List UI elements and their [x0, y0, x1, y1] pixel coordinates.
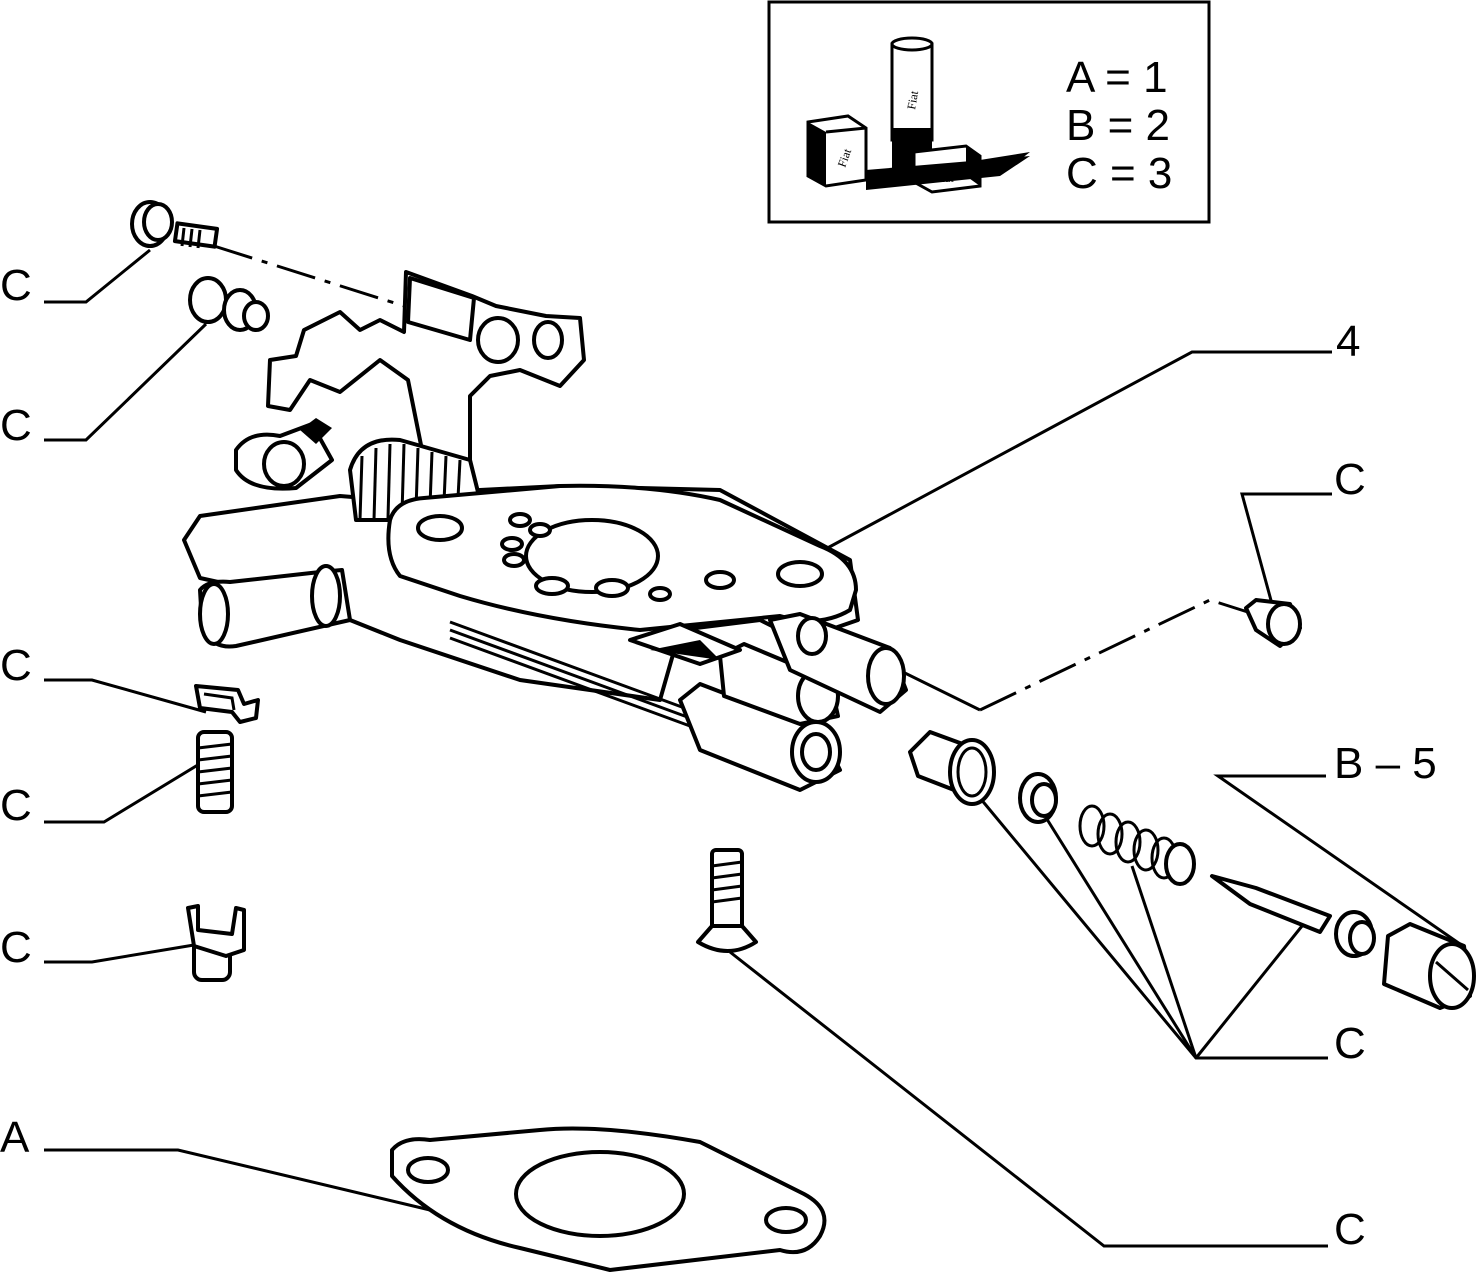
callout-c-right-bot: C	[1334, 1205, 1366, 1254]
countersunk-screw	[696, 848, 758, 953]
callout-4: 4	[1336, 317, 1360, 366]
callout-a: A	[0, 1113, 30, 1162]
legend-box: Fiat Fiat Fiat A = 1 B = 2 C = 3	[767, 0, 1211, 224]
leader-lines	[44, 244, 1461, 1248]
bracket-clip-part	[186, 904, 246, 982]
clip-part	[194, 684, 260, 724]
legend-line-b: B = 2	[1066, 101, 1170, 150]
svg-text:Fiat: Fiat	[904, 89, 921, 110]
callout-c-right-mid: C	[1334, 1019, 1366, 1068]
callout-labels: C C C C C A 4 C B – 5 C C	[0, 261, 1437, 1254]
flange-gasket	[390, 1126, 827, 1272]
callout-c-3: C	[0, 641, 32, 690]
jet-assembly	[908, 598, 1476, 1010]
fiat-products-logo: Fiat Fiat Fiat	[806, 36, 1030, 194]
callout-c-1: C	[0, 261, 32, 310]
carburettor-body	[182, 270, 908, 792]
threaded-stud-part	[196, 730, 234, 814]
callout-c-4: C	[0, 781, 32, 830]
callout-c-2: C	[0, 401, 32, 450]
callout-c-5: C	[0, 923, 32, 972]
legend-line-c: C = 3	[1066, 149, 1172, 198]
svg-text:Fiat: Fiat	[935, 171, 954, 185]
legend-line-a: A = 1	[1066, 53, 1168, 102]
screw-washer-part	[188, 276, 270, 332]
svg-text:Fiat: Fiat	[835, 146, 855, 169]
callout-c-right-top: C	[1334, 455, 1366, 504]
cap-nut-part	[130, 200, 220, 249]
callout-b-5: B – 5	[1334, 739, 1437, 788]
